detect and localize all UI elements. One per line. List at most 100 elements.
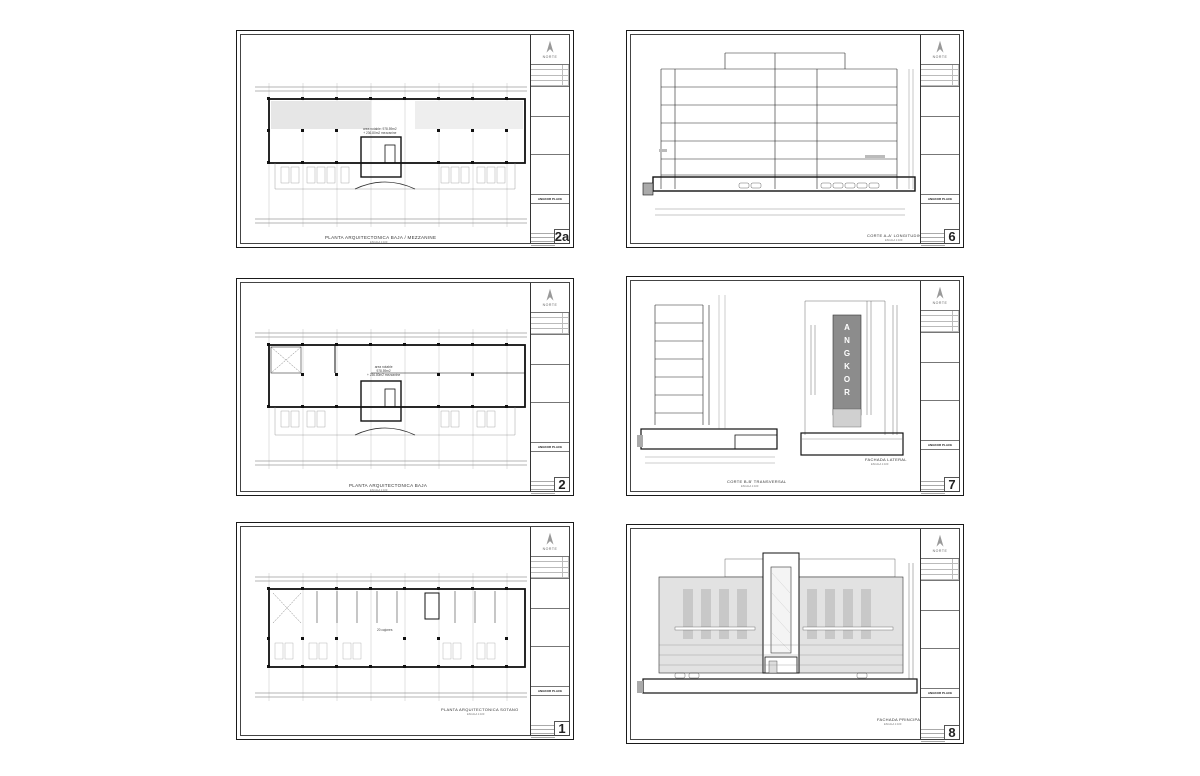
north-arrow-icon [546,532,554,545]
notes-box [531,87,569,117]
north-logo: NORTE [531,527,569,557]
north-arrow-icon [546,40,554,53]
drawing-title-section: CORTE B-B' TRANSVERSAL [727,479,787,484]
sheet-info [531,230,555,246]
sheet-border: FACHADA PRINCIPAL ESCALA 1:100 NORTE ANG… [630,528,960,742]
sheet-info [531,478,555,494]
notes-box-2 [921,611,959,649]
north-arrow-icon [936,286,944,299]
drawing-title: PLANTA ARQUITECTONICA BAJA [349,483,428,488]
sheet-border: CORTE A-A' LONGITUDINAL ESCALA 1:100 NOR… [630,34,960,246]
sheet-info [921,726,945,742]
title-block: NORTE ANGKOR PLACE 2 [530,283,569,494]
north-arrow-icon [546,288,554,301]
project-name: ANGKOR PLACE [531,195,569,204]
drawing-title-lateral: FACHADA LATERAL [865,457,907,462]
sheet-info [921,230,945,246]
drawing-title: CORTE A-A' LONGITUDINAL [867,233,927,238]
project-name: ANGKOR PLACE [921,689,959,698]
north-arrow-icon [936,40,944,53]
sheet-planta-sotano[interactable]: 20 cajones PLANTA ARQUITECTONICA SOTANO … [236,522,574,740]
notes-box [921,333,959,363]
sheet-number: 2a [554,229,570,244]
sheet-number: 1 [554,721,569,735]
north-logo: NORTE [921,281,959,311]
drawing-area: FACHADA PRINCIPAL ESCALA 1:100 [635,533,925,735]
drawing-title: PLANTA ARQUITECTONICA SOTANO [441,707,519,712]
section-and-elevation-drawing [637,295,904,464]
notes-box-3 [921,649,959,689]
drawing-area: A N G K O R CORTE B-B' TRANSVERSAL ESCAL… [635,285,925,488]
title-block: NORTE ANGKOR PLACE 6 [920,35,959,246]
drawing-title: FACHADA PRINCIPAL [877,717,923,722]
notes-box-3 [921,401,959,441]
area-note: area notable: 978.59m2 + 236.80m2 mezzan… [363,127,397,135]
floor-plan-drawing [255,83,527,227]
project-name: ANGKOR PLACE [531,443,569,452]
revision-table [531,65,569,87]
title-block: NORTE ANGKOR PLACE 1 [530,527,569,738]
sheet-number: 2 [554,477,569,491]
drawing-scale-section: ESCALA 1:100 [741,485,759,488]
main-facade-drawing [637,552,918,694]
drawing-area: area notable 978.59m2 + 236.80m2 mezzani… [245,287,535,492]
drawing-area: area notable: 978.59m2 + 236.80m2 mezzan… [245,39,535,244]
floor-plan-drawing [255,573,527,701]
drawing-title: PLANTA ARQUITECTONICA BAJA / MEZZANINE [325,235,437,240]
drawing-scale: ESCALA 1:100 [885,239,903,242]
sheet-corte-transversal-fachada-lateral[interactable]: A N G K O R CORTE B-B' TRANSVERSAL ESCAL… [626,276,964,496]
revision-table [921,311,959,333]
notes-box [531,579,569,609]
drawing-scale-lateral: ESCALA 1:100 [871,463,889,466]
revision-table [921,65,959,87]
parking-count: 20 cajones [377,628,393,632]
title-block: NORTE ANGKOR PLACE 8 [920,529,959,742]
drawing-area: CORTE A-A' LONGITUDINAL ESCALA 1:100 [635,39,927,242]
north-logo: NORTE [531,35,569,65]
sheet-border: area notable: 978.59m2 + 236.80m2 mezzan… [240,34,570,246]
notes-box-3 [531,647,569,687]
title-block: NORTE ANGKOR PLACE 7 [920,281,959,494]
notes-box-2 [531,365,569,403]
notes-box [531,335,569,365]
sheet-border: A N G K O R CORTE B-B' TRANSVERSAL ESCAL… [630,280,960,494]
notes-box-2 [921,117,959,155]
revision-table [921,559,959,581]
area-note: area notable 978.59m2 + 236.80m2 mezzani… [367,365,401,377]
notes-box-2 [921,363,959,401]
sheet-number: 7 [944,477,959,491]
sheet-border: area notable 978.59m2 + 236.80m2 mezzani… [240,282,570,494]
longitudinal-section-drawing [642,52,916,216]
north-logo: NORTE [921,35,959,65]
angkor-sign: A N G K O R [843,323,851,397]
drawing-scale: ESCALA 1:100 [370,241,388,244]
floor-plan-drawing [255,329,527,469]
sheet-border: 20 cajones PLANTA ARQUITECTONICA SOTANO … [240,526,570,738]
drawing-area: 20 cajones PLANTA ARQUITECTONICA SOTANO … [245,531,535,731]
drawing-scale: ESCALA 1:100 [370,489,388,492]
sheet-number: 6 [944,229,959,243]
notes-box-2 [531,609,569,647]
north-arrow-icon [936,534,944,547]
sheet-planta-baja[interactable]: area notable 978.59m2 + 236.80m2 mezzani… [236,278,574,496]
project-name: ANGKOR PLACE [531,687,569,696]
drawing-scale: ESCALA 1:100 [884,723,902,726]
revision-table [531,313,569,335]
sheet-info [921,478,945,494]
sheet-corte-longitudinal[interactable]: CORTE A-A' LONGITUDINAL ESCALA 1:100 NOR… [626,30,964,248]
north-logo: NORTE [921,529,959,559]
sheet-fachada-principal[interactable]: FACHADA PRINCIPAL ESCALA 1:100 NORTE ANG… [626,524,964,744]
notes-box-3 [531,403,569,443]
sheet-planta-baja-mezzanine[interactable]: area notable: 978.59m2 + 236.80m2 mezzan… [236,30,574,248]
notes-box-2 [531,117,569,155]
sheet-number: 8 [944,725,959,739]
sheet-info [531,722,555,738]
notes-box [921,87,959,117]
notes-box [921,581,959,611]
drawing-scale: ESCALA 1:100 [467,713,485,716]
north-logo: NORTE [531,283,569,313]
project-name: ANGKOR PLACE [921,441,959,450]
project-name: ANGKOR PLACE [921,195,959,204]
notes-box-3 [921,155,959,195]
title-block: NORTE ANGKOR PLACE 2a [530,35,570,246]
